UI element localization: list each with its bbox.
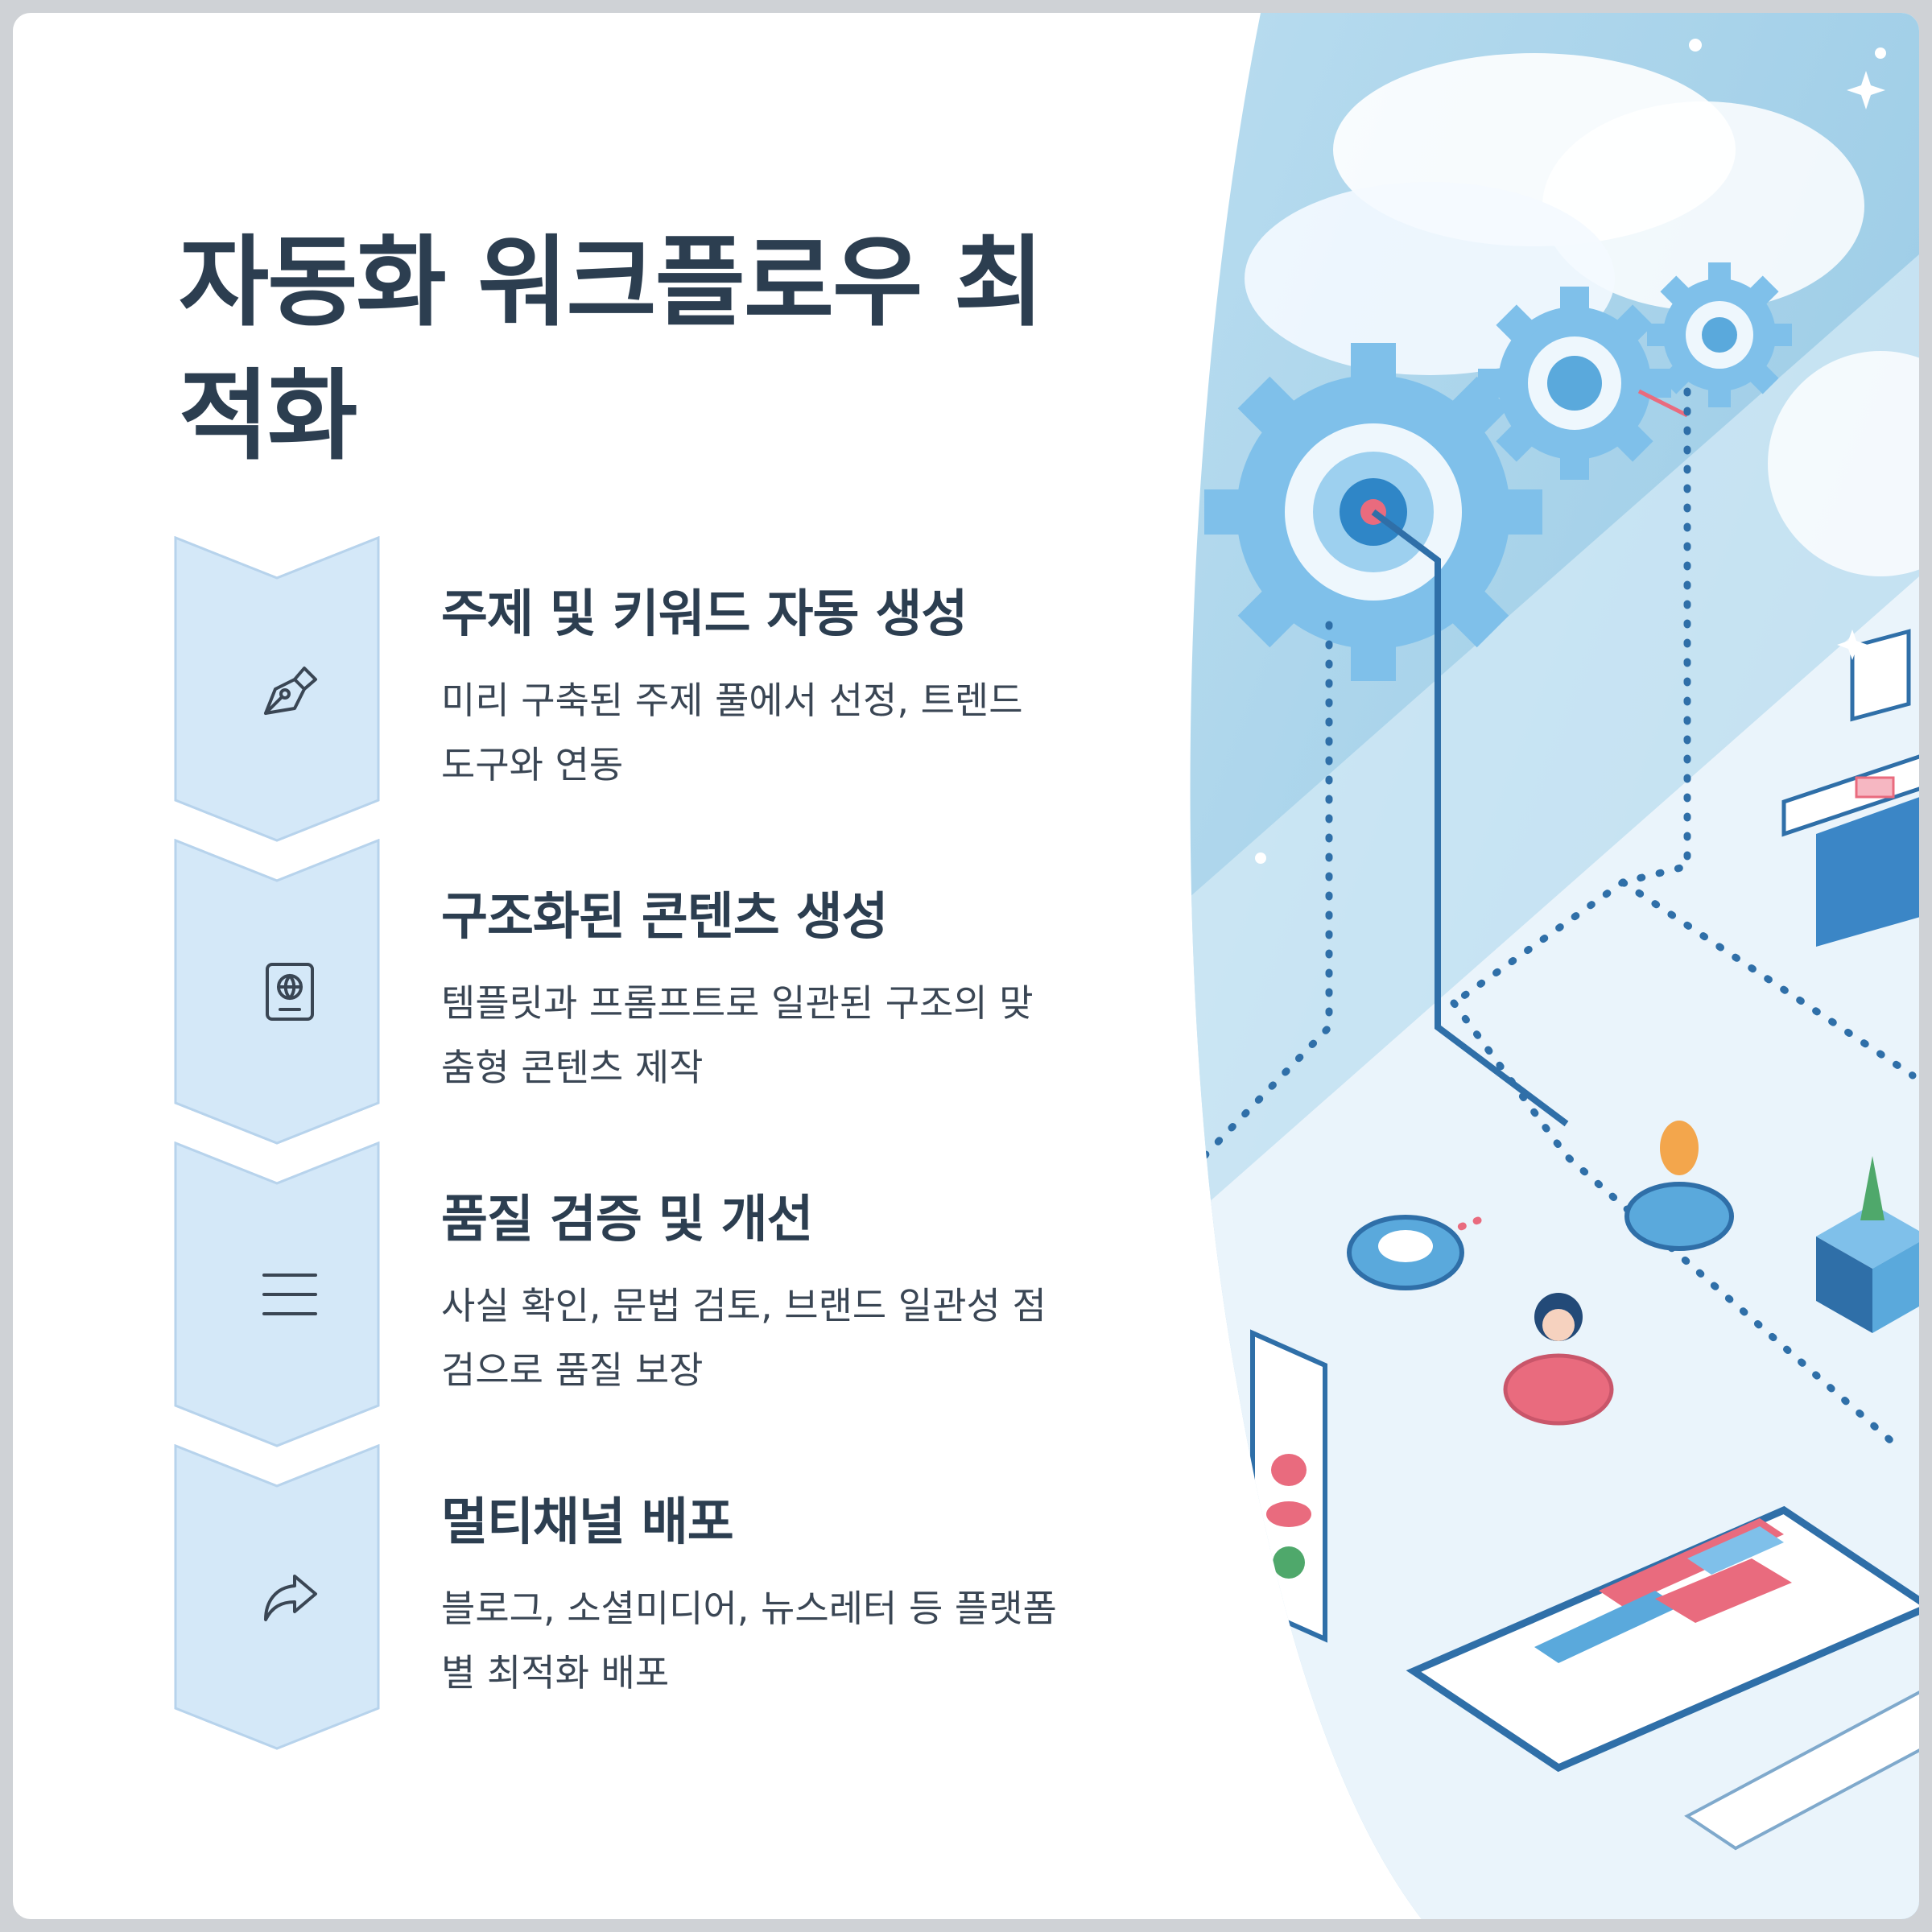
page-title: 자동화 워크플로우 최적화 bbox=[179, 225, 1044, 473]
step-heading-4: 멀티채널 배포 bbox=[441, 1492, 734, 1551]
step-chevron-4 bbox=[174, 1444, 380, 1750]
step-heading-2: 구조화된 콘텐츠 생성 bbox=[441, 887, 889, 946]
infographic-card: 자동화 워크플로우 최적화 주제 및 키워드 자동 생성 미리 구축된 주제 풀… bbox=[13, 13, 1919, 1919]
step-heading-1: 주제 및 키워드 자동 생성 bbox=[441, 584, 968, 643]
isometric-workflow-illustration bbox=[1188, 13, 1919, 1919]
passport-globe-icon bbox=[258, 960, 322, 1024]
pen-nib-icon bbox=[258, 657, 322, 721]
share-arrow-icon bbox=[258, 1565, 322, 1629]
step-heading-3: 품질 검증 및 개선 bbox=[441, 1190, 814, 1249]
step-description-2: 템플릿과 프롬프트로 일관된 구조의 맞춤형 콘텐츠 제작 bbox=[441, 981, 1034, 1089]
step-chevron-2 bbox=[174, 839, 380, 1145]
step-description-4: 블로그, 소셜미디어, 뉴스레터 등 플랫폼별 최적화 배포 bbox=[441, 1587, 1057, 1695]
menu-lines-icon bbox=[258, 1262, 322, 1327]
step-description-3: 사실 확인, 문법 검토, 브랜드 일관성 점검으로 품질 보장 bbox=[441, 1284, 1046, 1392]
step-description-1: 미리 구축된 주제 풀에서 선정, 트렌드 도구와 연동 bbox=[441, 679, 1023, 786]
